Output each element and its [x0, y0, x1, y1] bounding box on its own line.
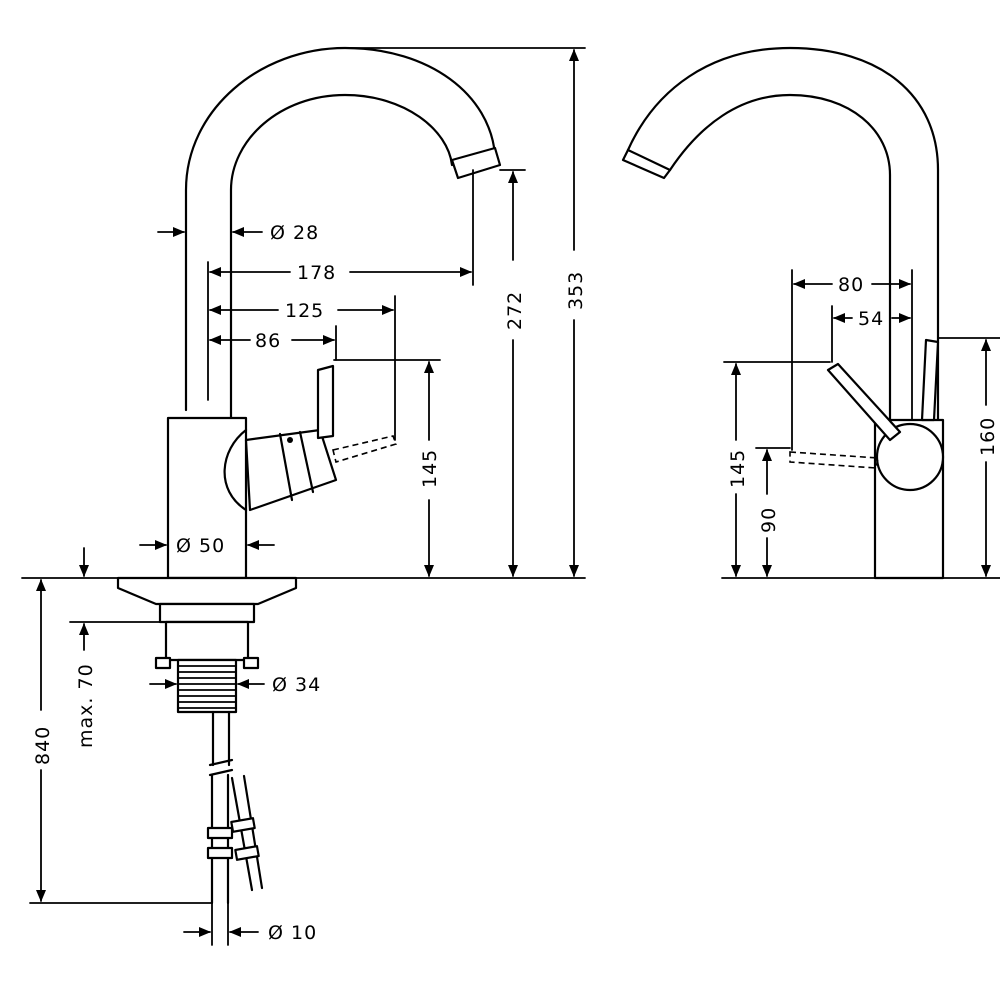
label-lever-reach-max: 125 — [285, 300, 324, 322]
hose-fitting-right-2 — [234, 845, 260, 861]
front-view: Ø 28 178 125 86 145 — [21, 46, 1000, 946]
side-view: 80 54 145 90 160 — [621, 46, 1000, 580]
label-side-lever-offset-small: 54 — [858, 308, 884, 330]
label-thread-diameter: Ø 34 — [272, 674, 321, 696]
label-side-lever-height: 145 — [727, 449, 749, 488]
spout-inner — [229, 93, 454, 420]
label-max-thickness: max. 70 — [75, 663, 97, 748]
hose-fitting-left-2 — [206, 846, 234, 860]
dim-lever-height: 145 — [333, 359, 441, 577]
dim-side-pivot-height: 90 — [755, 447, 791, 577]
spout-tip — [450, 146, 502, 180]
lever — [316, 364, 335, 440]
dim-total-height: 353 — [344, 47, 587, 577]
label-spout-reach: 178 — [297, 262, 336, 284]
label-body-diameter: Ø 50 — [176, 535, 225, 557]
hose-main — [211, 710, 231, 767]
cartridge-curve — [223, 428, 248, 512]
label-lever-height: 145 — [419, 449, 441, 488]
cartridge-dot — [287, 437, 293, 443]
label-lever-reach: 86 — [255, 330, 281, 352]
nut-lower — [164, 620, 250, 662]
label-side-pivot-height: 90 — [758, 507, 780, 533]
label-outlet-height: 272 — [504, 291, 526, 330]
side-spout-tip — [621, 148, 672, 180]
side-lever-alt — [920, 338, 940, 422]
dim-thread-diameter: Ø 34 — [149, 674, 321, 696]
cartridge-ring — [278, 430, 315, 502]
label-total-height: 353 — [565, 271, 587, 310]
base-plate — [116, 576, 298, 606]
hose-fitting-left-1 — [206, 826, 234, 840]
side-spout-inner — [668, 93, 892, 422]
side-spout-outer — [626, 46, 940, 422]
dim-hose-length: 840 — [29, 579, 213, 904]
dim-spout-diameter: Ø 28 — [157, 222, 319, 244]
nut-ear-right — [242, 656, 260, 670]
dim-spout-reach: 178 — [207, 169, 474, 401]
dim-side-lever-offset-small: 54 — [831, 305, 911, 363]
nut-ring — [158, 602, 256, 624]
label-side-body-height: 160 — [977, 417, 999, 456]
nut-ear-left — [154, 656, 172, 670]
hose-break — [208, 758, 234, 777]
hose-right — [230, 774, 264, 892]
label-hose-diameter: Ø 10 — [268, 922, 317, 944]
dim-side-lever-offset: 80 — [791, 269, 913, 451]
dim-body-diameter: Ø 50 — [139, 535, 275, 557]
label-side-lever-offset: 80 — [838, 274, 864, 296]
hose-fitting-right-1 — [230, 817, 256, 833]
dim-lever-reach-max: 125 — [209, 295, 396, 441]
dim-side-body-height: 160 — [937, 337, 1000, 577]
label-hose-length: 840 — [32, 726, 54, 765]
side-cartridge — [875, 422, 945, 492]
label-spout-diameter: Ø 28 — [270, 222, 319, 244]
side-lever-dashed — [789, 451, 879, 469]
dim-side-lever-height: 145 — [723, 361, 831, 577]
dim-outlet-height: 272 — [499, 169, 526, 577]
cartridge-housing — [244, 428, 338, 512]
side-lever — [826, 362, 902, 442]
threaded-shank — [176, 658, 238, 714]
dim-max-thickness: max. 70 — [69, 547, 161, 748]
dim-lever-reach: 86 — [209, 325, 337, 361]
lever-alternate — [332, 435, 398, 464]
spout-outer — [184, 46, 497, 412]
dim-hose-diameter: Ø 10 — [183, 902, 317, 946]
thread-lines — [177, 665, 237, 709]
